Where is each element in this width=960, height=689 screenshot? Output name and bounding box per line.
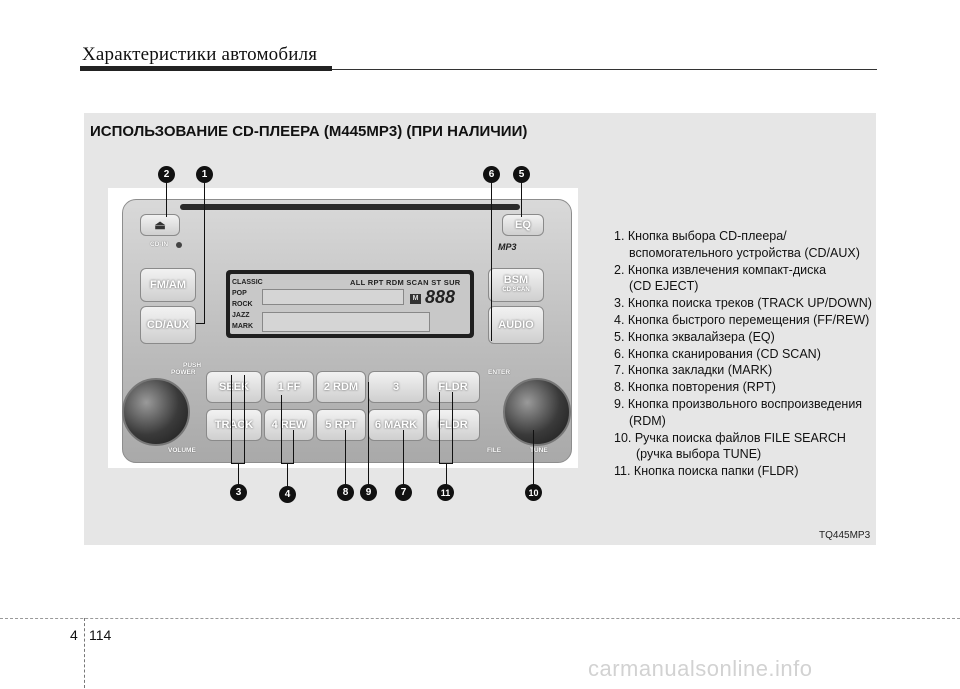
callout-line-1-tick [196, 323, 205, 324]
tune-knob[interactable] [503, 378, 571, 446]
lcd-text-row-1 [262, 289, 404, 305]
callout-line-4-stem [287, 463, 288, 487]
callout-8: 8 [337, 484, 354, 501]
figure-code: TQ445MP3 [819, 530, 871, 541]
callout-line-3b [244, 375, 245, 463]
watermark: carmanualsonline.info [588, 656, 813, 681]
header-rule-thin [332, 69, 877, 70]
callout-line-11-stem [446, 463, 447, 485]
button-legend-list: 1. Кнопка выбора CD-плеера/ вспомогатель… [614, 228, 872, 480]
preset-1-ff-button[interactable]: 1 FF [264, 371, 314, 403]
legend-item-10-cont: (ручка выбора TUNE) [636, 447, 762, 462]
lcd-mode-mark: MARK [232, 323, 253, 330]
callout-4: 4 [279, 486, 296, 503]
cd-scan-label: CD SCAN [502, 287, 530, 293]
legend-item-5: 5. Кнопка эквалайзера (EQ) [614, 329, 775, 344]
callout-line-7 [403, 430, 404, 485]
folder-down-button[interactable]: FLDR [426, 409, 480, 441]
enter-label: ENTER [488, 369, 511, 376]
legend-item-2-cont: (CD EJECT) [629, 279, 699, 294]
eq-button[interactable]: EQ [502, 214, 544, 236]
callout-line-8 [345, 430, 346, 485]
callout-5: 5 [513, 166, 530, 183]
legend-item-3: 3. Кнопка поиска треков (TRACK UP/DOWN) [614, 296, 872, 311]
callout-line-3a [231, 375, 232, 463]
lcd-mode-rock: ROCK [232, 301, 253, 308]
volume-label: VOLUME [168, 447, 196, 454]
callout-line-6 [491, 181, 492, 341]
legend-item-10: 10. Ручка поиска файлов FILE SEARCH [614, 430, 846, 445]
legend-item-4: 4. Кнопка быстрого перемещения (FF/REW) [614, 312, 870, 327]
header-rule-thick [80, 66, 332, 71]
preset-2-rdm-button[interactable]: 2 RDM [316, 371, 366, 403]
lcd-mode-jazz: JAZZ [232, 312, 250, 319]
legend-item-8: 8. Кнопка повторения (RPT) [614, 380, 776, 395]
legend-item-9: 9. Кнопка произвольного воспроизведения [614, 396, 863, 411]
fm-am-button[interactable]: FM/AM [140, 268, 196, 302]
page-number: 114 [89, 627, 112, 643]
callout-3: 3 [230, 484, 247, 501]
footer-rule [0, 618, 960, 619]
callout-11: 11 [437, 484, 454, 501]
legend-item-1-cont: вспомогательного устройства (CD/AUX) [629, 245, 860, 260]
callout-line-2 [166, 181, 167, 217]
volume-knob[interactable] [122, 378, 190, 446]
legend-item-1: 1. Кнопка выбора CD-плеера/ [614, 229, 787, 243]
lcd-digits: 888 [425, 287, 456, 307]
audio-button[interactable]: AUDIO [488, 306, 544, 344]
preset-5-rpt-button[interactable]: 5 RPT [316, 409, 366, 441]
bsm-label: BSM [503, 274, 529, 286]
legend-item-11: 11. Кнопка поиска папки (FLDR) [614, 464, 799, 479]
preset-3-button[interactable]: 3 [368, 371, 424, 403]
callout-10: 10 [525, 484, 542, 501]
cd-in-indicator [176, 242, 182, 248]
tune-label: TUNE [530, 447, 548, 454]
preset-4-rew-button[interactable]: 4 REW [264, 409, 314, 441]
callout-line-4a [281, 395, 282, 463]
legend-item-7: 7. Кнопка закладки (MARK) [614, 363, 773, 378]
power-label: POWER [171, 369, 196, 376]
callout-line-1 [204, 181, 205, 323]
track-button[interactable]: TRACK [206, 409, 262, 441]
callout-1: 1 [196, 166, 213, 183]
callout-line-5 [521, 181, 522, 217]
callout-line-11b [452, 392, 453, 463]
file-label: FILE [487, 447, 502, 454]
folder-up-button[interactable]: FLDR [426, 371, 480, 403]
preset-6-mark-button[interactable]: 6 MARK [368, 409, 424, 441]
legend-item-6: 6. Кнопка сканирования (CD SCAN) [614, 346, 821, 361]
mp3-logo: MP3 [498, 242, 517, 252]
lcd-m-badge: M [410, 294, 421, 304]
eject-button[interactable]: ⏏ [140, 214, 180, 236]
callout-line-3-stem [238, 463, 239, 485]
push-label: PUSH [183, 362, 202, 369]
bsm-button[interactable]: BSM CD SCAN [488, 268, 544, 302]
legend-item-9-cont: (RDM) [629, 413, 666, 428]
callout-line-11a [439, 392, 440, 463]
callout-7: 7 [395, 484, 412, 501]
cd-slot [180, 204, 520, 210]
footer-separator [84, 618, 86, 688]
lcd-indicators: ALL RPT RDM SCAN ST SUR [350, 278, 461, 287]
callout-line-9 [368, 382, 369, 485]
callout-2: 2 [158, 166, 175, 183]
section-title: ИСПОЛЬЗОВАНИЕ CD-ПЛЕЕРА (M445MP3) (ПРИ Н… [90, 123, 528, 140]
callout-line-10 [533, 430, 534, 485]
cd-in-label: CD-IN [150, 241, 169, 248]
lcd-text-row-2 [262, 312, 430, 332]
callout-line-4b [293, 430, 294, 463]
legend-item-2: 2. Кнопка извлечения компакт-диска [614, 262, 827, 277]
callout-9: 9 [360, 484, 377, 501]
callout-6: 6 [483, 166, 500, 183]
page-header-title: Характеристики автомобиля [82, 44, 318, 65]
chapter-number: 4 [70, 627, 78, 643]
seek-button[interactable]: SEEK [206, 371, 262, 403]
lcd-mode-classic: CLASSIC [232, 279, 263, 286]
lcd-mode-pop: POP [232, 290, 247, 297]
cd-aux-button[interactable]: CD/AUX [140, 306, 196, 344]
